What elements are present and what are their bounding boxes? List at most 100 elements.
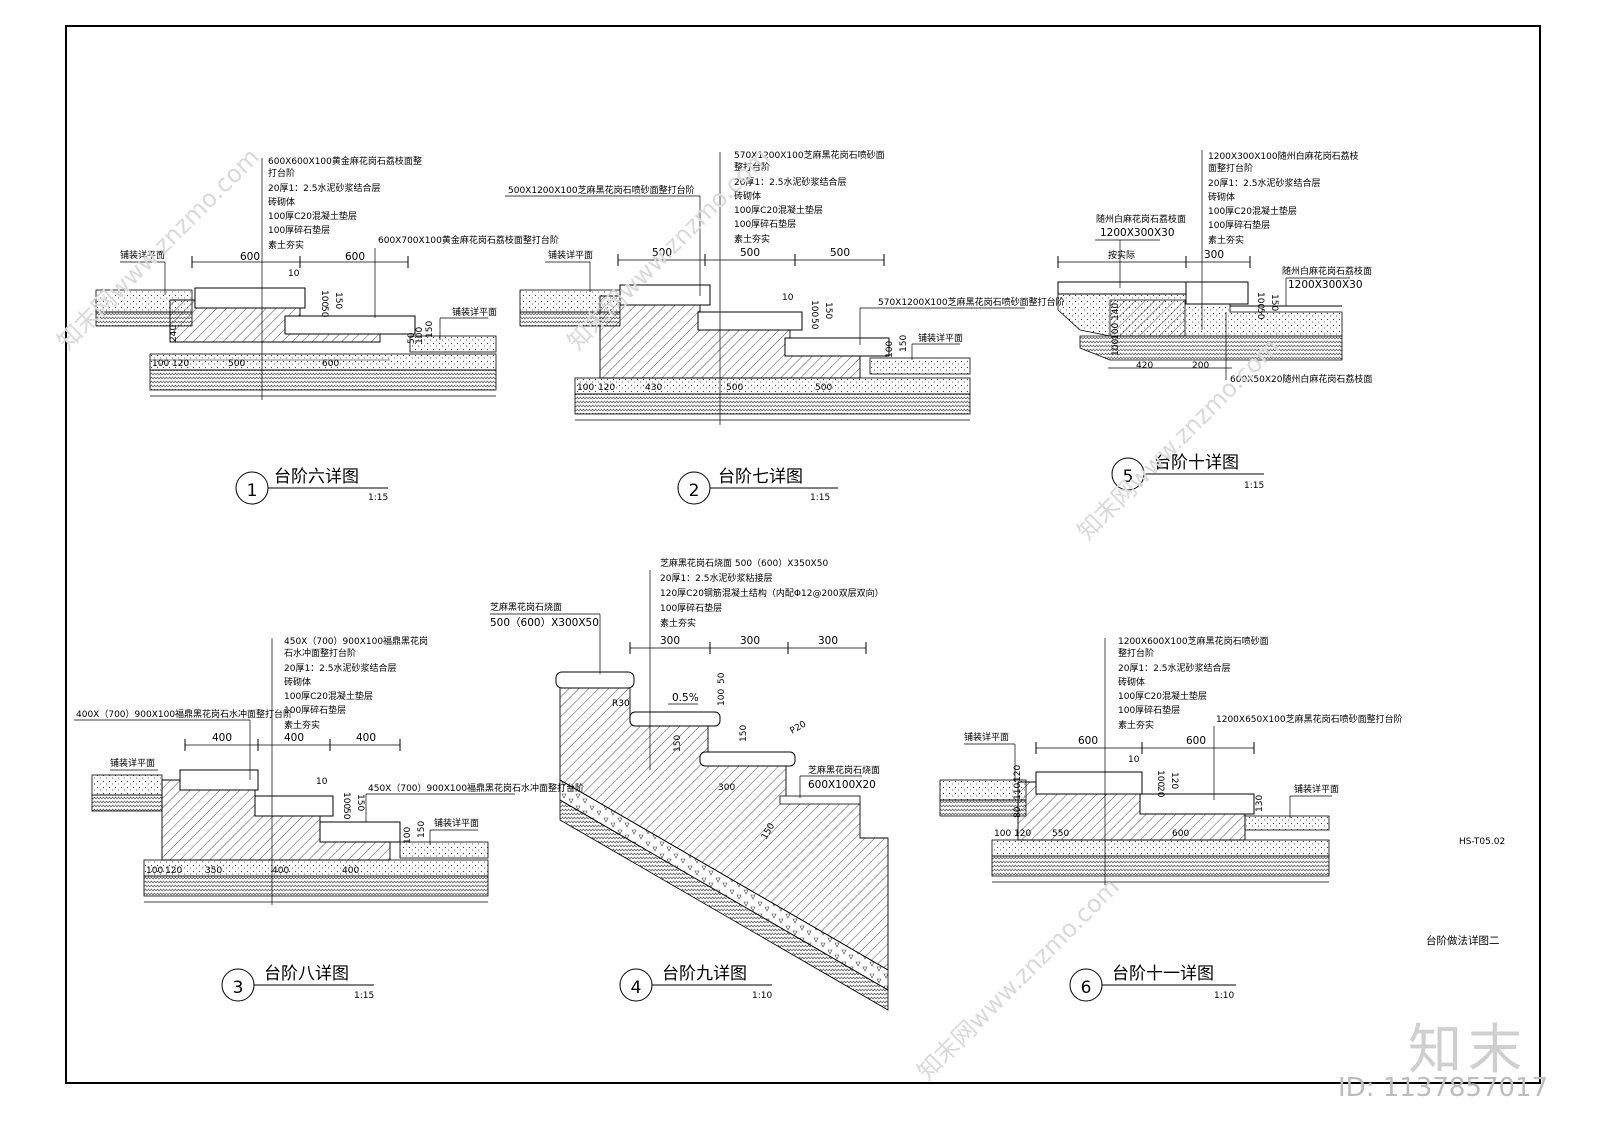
- dimension-text: 600: [1078, 735, 1098, 747]
- note-text: 450X（700）900X100福鼎黑花岗石水冲面整打台阶: [368, 782, 584, 794]
- detail-scale: 1:15: [368, 493, 388, 503]
- detail-title: 台阶六详图: [274, 467, 359, 487]
- detail-5-notes: 1200X300X100随州白麻花岗石荔枝 面整打台阶 20厚1：2.5水泥砂浆…: [1096, 150, 1372, 385]
- note-text: 20厚1：2.5水泥砂浆结合层: [734, 176, 847, 188]
- dimension-text: 500: [815, 383, 832, 393]
- dimension-text: 100: [1111, 339, 1121, 356]
- note-text: 砖砌体: [268, 196, 295, 208]
- note-text: 铺装详平面: [452, 306, 497, 318]
- note-text: 100厚碎石垫层: [1118, 704, 1180, 716]
- detail-2-notes: 570X1200X100芝麻黑花岗石喷砂面 整打台阶 20厚1：2.5水泥砂浆结…: [508, 149, 1065, 393]
- note-text: 铺装详平面: [548, 249, 593, 261]
- note-text: 1200X300X30: [1100, 227, 1175, 239]
- dimension-text: 400: [356, 732, 376, 744]
- dimension-text: 600: [1186, 735, 1206, 747]
- detail-6-drawing: [939, 638, 1332, 885]
- detail-3-notes: 450X（700）900X100福鼎黑花岗 石水冲面整打台阶 20厚1：2.5水…: [76, 635, 584, 876]
- detail-4-drawing: [490, 570, 889, 1011]
- detail-6-notes: 1200X600X100芝麻黑花岗石喷砂面 整打台阶 20厚1：2.5水泥砂浆结…: [964, 635, 1403, 839]
- dimension-text: 100: [1111, 323, 1121, 340]
- note-text: P20: [789, 719, 809, 736]
- dimension-text: 420: [1136, 361, 1153, 371]
- dimension-text: 20: [1155, 786, 1165, 798]
- drawing-code: HS-T05.02: [1459, 837, 1505, 847]
- sheet-border: [65, 25, 1541, 1084]
- note-text: 0.5%: [672, 692, 699, 704]
- detail-scale: 1:10: [1214, 991, 1234, 1001]
- note-text: 素土夯实: [660, 617, 696, 629]
- dimension-text: 50: [717, 672, 727, 684]
- dimension-text: 120: [598, 383, 615, 393]
- dimension-text: 100: [1155, 770, 1165, 787]
- detail-title: 台阶十一详图: [1112, 964, 1214, 984]
- dimension-text: 120: [165, 866, 182, 876]
- note-text: 铺装详平面: [434, 817, 479, 829]
- note-text: 铺装详平面: [110, 757, 155, 769]
- dimension-text: 150: [823, 302, 833, 319]
- note-text: 450X（700）900X100福鼎黑花岗: [284, 635, 428, 647]
- note-text: 100厚C20混凝土垫层: [284, 690, 373, 702]
- note-text: 100厚C20混凝土垫层: [1208, 205, 1297, 217]
- note-text: 铺装详平面: [1294, 783, 1339, 795]
- detail-5-drawing: [1057, 150, 1350, 380]
- note-text: 600X700X100黄金麻花岗石荔枝面整打台阶: [378, 234, 559, 246]
- dimension-text: 100: [577, 383, 594, 393]
- detail-1-title: 1 台阶六详图 1:15: [235, 467, 388, 505]
- dimension-text: 120: [1014, 829, 1031, 839]
- note-text: 铺装详平面: [120, 249, 165, 261]
- detail-title: 台阶七详图: [718, 467, 803, 487]
- note-text: 100厚碎石垫层: [268, 224, 330, 236]
- note-text: 铺装详平面: [918, 332, 963, 344]
- note-text: 整打台阶: [1118, 647, 1154, 659]
- note-text: 1200X300X100随州白麻花岗石荔枝: [1208, 150, 1359, 162]
- dimension-text: 10: [1128, 755, 1140, 765]
- note-text: 1200X300X30: [1288, 279, 1363, 291]
- dimension-text: 500: [830, 247, 850, 259]
- detail-6-title: 6 台阶十一详图 1:10: [1069, 964, 1236, 1002]
- note-text: 100厚C20混凝土垫层: [268, 210, 357, 222]
- dimension-text: 100: [994, 829, 1011, 839]
- dimension-text: 200: [1192, 361, 1209, 371]
- dimension-text: 110: [1013, 783, 1023, 800]
- note-text: 砖砌体: [1208, 191, 1235, 203]
- dimension-text: 100: [341, 792, 351, 809]
- note-text: 砖砌体: [284, 676, 311, 688]
- dimension-text: R30: [612, 699, 630, 709]
- dimension-text: 50: [1255, 308, 1265, 320]
- note-text: 100厚C20混凝土垫层: [734, 204, 823, 216]
- detail-scale: 1:15: [810, 493, 830, 503]
- dimension-text: 120: [172, 359, 189, 369]
- detail-number: 4: [631, 978, 642, 998]
- note-text: 1200X650X100芝麻黑花岗石喷砂面整打台阶: [1216, 713, 1403, 725]
- note-text: 芝麻黑花岗石烧面: [808, 764, 880, 776]
- note-text: 面整打台阶: [1208, 162, 1253, 174]
- note-text: 20厚1：2.5水泥砂浆结合层: [268, 182, 381, 194]
- note-text: 砖砌体: [734, 190, 761, 202]
- detail-number: 6: [1081, 978, 1092, 998]
- dimension-text: 500: [228, 359, 245, 369]
- dimension-text: 10: [316, 777, 328, 787]
- dimension-text: 150: [739, 725, 749, 742]
- dimension-text: 500: [726, 383, 743, 393]
- dimension-text: 100: [152, 359, 169, 369]
- note-text: 100厚碎石垫层: [1208, 219, 1270, 231]
- dimension-text: 10: [288, 269, 300, 279]
- dimension-text: 400: [272, 866, 289, 876]
- note-text: 20厚1：2.5水泥砂浆粘接层: [660, 572, 773, 584]
- note-text: 铺装详平面: [964, 731, 1009, 743]
- dimension-text: 100: [146, 866, 163, 876]
- dimension-text: 600: [345, 251, 365, 263]
- dimension-text: 80: [1013, 806, 1023, 818]
- dimension-text: 100: [717, 689, 727, 706]
- note-text: 570X1200X100芝麻黑花岗石喷砂面整打台阶: [878, 296, 1065, 308]
- dimension-text: 150: [673, 735, 683, 752]
- dimension-text: 10: [782, 293, 794, 303]
- dimension-text: 150: [899, 335, 909, 352]
- dimension-text: 300: [660, 635, 680, 647]
- dimension-text: 120: [1013, 765, 1023, 782]
- note-text: 100厚碎石垫层: [284, 704, 346, 716]
- dimension-text: 150: [1269, 294, 1279, 311]
- dimension-text: 430: [645, 383, 662, 393]
- dimension-text: 50: [809, 318, 819, 330]
